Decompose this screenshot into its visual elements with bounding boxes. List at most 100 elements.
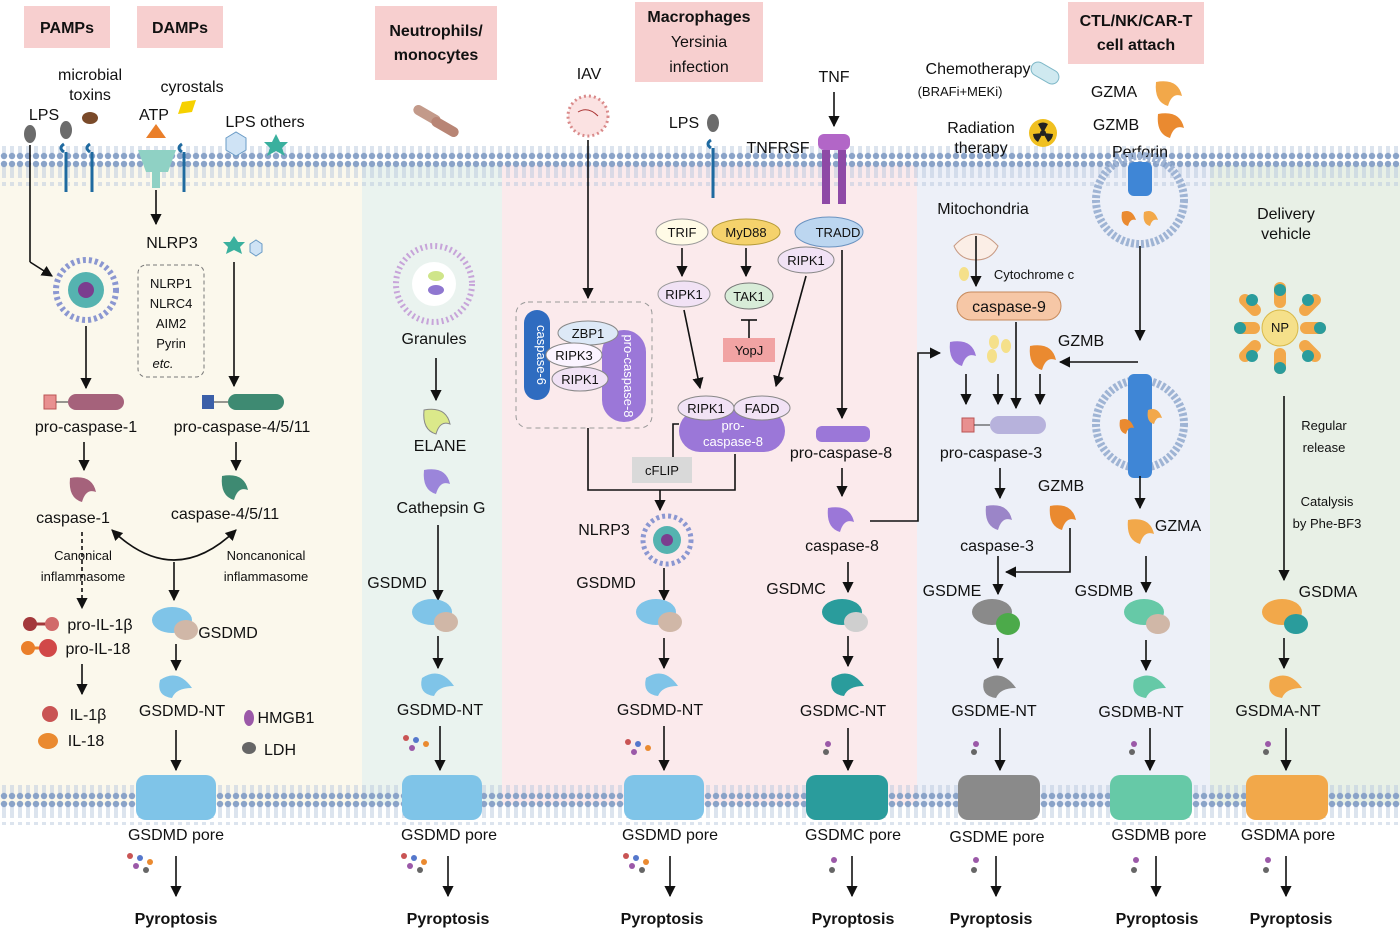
- label-caspase-9: caspase-9: [972, 299, 1046, 316]
- label-lps-1: LPS: [29, 107, 59, 124]
- label-catalysis-l1: Catalysis: [1301, 494, 1354, 509]
- others-star-icon: [264, 134, 288, 156]
- label-granules: Granules: [402, 331, 467, 348]
- hmgb1-icon: [244, 710, 254, 726]
- label-brafi: (BRAFi+MEKi): [918, 84, 1003, 99]
- label-gzma-2: GZMA: [1155, 518, 1202, 535]
- release-particles-icon-11: [1131, 857, 1139, 873]
- gzma-icon: [1155, 81, 1182, 106]
- gsdmc-nt-icon: [831, 673, 864, 696]
- label-ldh: LDH: [264, 742, 296, 759]
- label-gsdmd-pore: GSDMD pore: [128, 827, 224, 844]
- label-gsdmd: GSDMD: [198, 625, 258, 642]
- arrow-lps-inflammasome: [29, 261, 53, 277]
- label-gsdmd-3: GSDMD: [576, 575, 636, 592]
- label-pyroptosis-5: Pyroptosis: [950, 911, 1033, 928]
- inflammasome-icon: [53, 257, 119, 323]
- label-nlrp3: NLRP3: [146, 235, 198, 252]
- header-neutrophils-l1: Neutrophils/: [389, 23, 483, 40]
- label-gsdme: GSDME: [923, 583, 982, 600]
- label-procasp8-a: pro-caspase-8: [621, 334, 636, 417]
- granule-icon: [393, 243, 475, 325]
- release-particles-icon-13: [1263, 857, 1271, 873]
- arrow-caspase-curve: [111, 529, 237, 561]
- label-gsdmd-nt-3: GSDMD-NT: [617, 702, 703, 719]
- label-pyroptosis-1: Pyroptosis: [135, 911, 218, 928]
- release-particles-icon-8: [971, 741, 979, 755]
- tlr-receptor-icon: [59, 142, 94, 192]
- gzmb-icon-chemo: [1029, 345, 1056, 370]
- label-caspase-8: caspase-8: [805, 538, 879, 555]
- pill-icon: [1030, 61, 1060, 85]
- procasp8-complex-node: [679, 410, 785, 452]
- header-ctl-l2: cell attach: [1097, 37, 1175, 54]
- label-noncanonical-l1: Noncanonical: [227, 548, 306, 563]
- caspase-6-node: [524, 310, 550, 400]
- label-gsdme-pore: GSDME pore: [949, 829, 1044, 846]
- toxin-icon: [82, 112, 98, 124]
- release-particles-icon-4: [625, 739, 651, 755]
- list-item: etc.: [153, 356, 174, 371]
- label-pro-il-18: pro-IL-18: [66, 641, 131, 658]
- gsdmd-nt-icon-2: [421, 673, 454, 696]
- header-pamps: PAMPs: [24, 6, 110, 48]
- gsdmb-protein-icon: [1124, 599, 1170, 634]
- bacteria-icon: [413, 105, 459, 137]
- gsdmd-protein-icon-2: [412, 599, 458, 632]
- release-particles-icon-9: [971, 857, 979, 873]
- label-gzma: GZMA: [1091, 84, 1138, 101]
- label-microbial-l2: toxins: [69, 87, 111, 104]
- ldh-icon: [242, 742, 256, 754]
- header-neutrophils-l2: monocytes: [394, 47, 479, 64]
- label-il-1b: IL-1β: [70, 707, 107, 724]
- label-pyroptosis-7: Pyroptosis: [1250, 911, 1333, 928]
- caspase-icon-purple: [949, 341, 976, 366]
- list-item: Pyrin: [156, 336, 186, 351]
- release-particles-icon-6: [823, 741, 831, 755]
- gsdma-protein-icon: [1262, 599, 1308, 634]
- header-macrophages: Macrophages Yersinia infection: [635, 2, 763, 82]
- tak1-node: [724, 282, 774, 310]
- label-delivery-l1: Delivery: [1257, 206, 1315, 223]
- tnfr-receptor-icon: [818, 134, 850, 204]
- label-gzmb-ctl: GZMB: [1093, 117, 1139, 134]
- p2x7-receptor-icon: [138, 150, 176, 188]
- label-gsdma-pore: GSDMA pore: [1241, 827, 1335, 844]
- label-regular-l1: Regular: [1301, 418, 1347, 433]
- label-pro-il-1b: pro-IL-1β: [67, 617, 132, 634]
- release-particles-icon-3: [401, 853, 427, 873]
- label-gsdmc-nt: GSDMC-NT: [800, 703, 886, 720]
- atp-icon: [146, 124, 166, 138]
- label-pro-caspase-3: pro-caspase-3: [940, 445, 1042, 462]
- label-caspase-6: caspase-6: [534, 325, 549, 385]
- gsdmd-protein-icon-3: [636, 599, 682, 632]
- release-particles-icon-10: [1129, 741, 1137, 755]
- gsdmd-nt-icon: [159, 675, 192, 698]
- caspase-8-icon: [827, 507, 854, 532]
- label-trif: TRIF: [668, 225, 697, 240]
- label-canonical-l2: inflammasome: [41, 569, 126, 584]
- label-pyroptosis-6: Pyroptosis: [1116, 911, 1199, 928]
- label-gsdma: GSDMA: [1299, 584, 1358, 601]
- label-tradd: TRADD: [816, 225, 861, 240]
- header-neutrophils: Neutrophils/ monocytes: [375, 6, 497, 80]
- label-ripk3: RIPK3: [555, 348, 593, 363]
- label-gsdmb: GSDMB: [1075, 583, 1134, 600]
- lps-icon-2: [60, 121, 72, 139]
- label-procasp8-b-l1: pro-: [721, 418, 744, 433]
- il-1b-icon: [42, 706, 58, 722]
- elane-icon: [423, 408, 451, 435]
- radiation-icon: [1029, 119, 1057, 147]
- arrow-casp8-casp3: [870, 347, 942, 522]
- label-cyrostals: cyrostals: [160, 79, 223, 96]
- inhibit-cflip: [672, 423, 679, 460]
- arrow-ripk1-fadd: [773, 275, 807, 388]
- label-radiation-l2: therapy: [954, 140, 1007, 157]
- label-pyroptosis-2: Pyroptosis: [407, 911, 490, 928]
- line-converge: [587, 428, 736, 491]
- label-pyroptosis-4: Pyroptosis: [812, 911, 895, 928]
- label-iav: IAV: [577, 66, 602, 83]
- label-tnf: TNF: [818, 69, 849, 86]
- label-tnfrsf: TNFRSF: [746, 140, 809, 157]
- label-caspase-3: caspase-3: [960, 538, 1034, 555]
